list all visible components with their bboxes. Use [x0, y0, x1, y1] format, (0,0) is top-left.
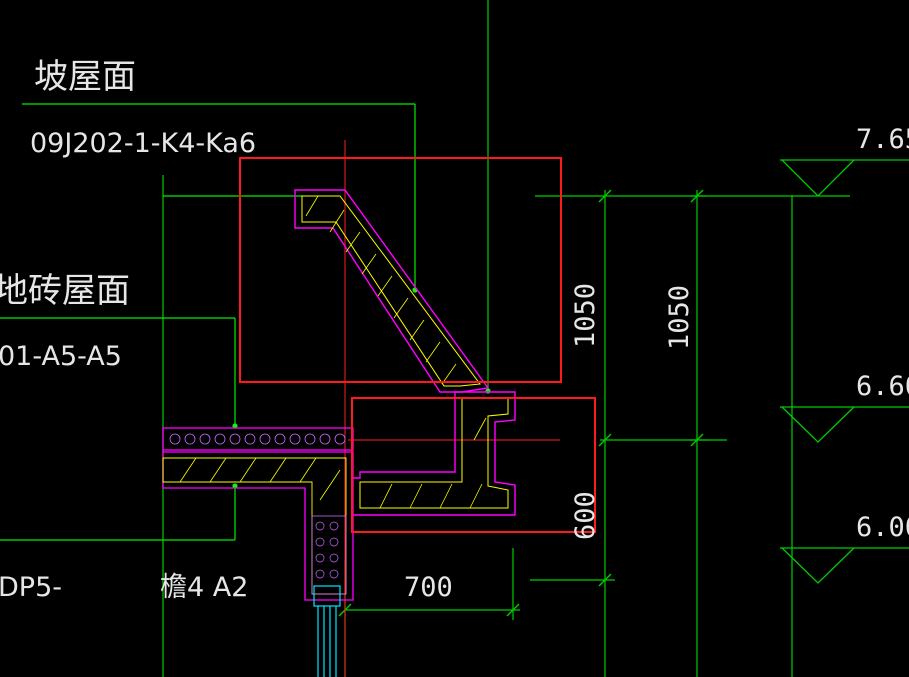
- highlight-box-upper[interactable]: [239, 157, 562, 383]
- label-tile-roof-code: 01-A5-A5: [0, 341, 122, 372]
- label-eave-code: 檐4 A2: [160, 572, 248, 603]
- elevation-marker-660: [780, 406, 909, 443]
- label-dp-code: DP5-: [0, 572, 62, 603]
- elevation-value-765: 7.65: [856, 124, 909, 155]
- label-slope-roof-code: 09J202-1-K4-Ka6: [30, 128, 256, 159]
- dimension-width-bottom: 700: [404, 572, 453, 603]
- leader-lines: [0, 103, 416, 541]
- dimension-height-inner: 1050: [570, 283, 601, 348]
- dimension-extension-lines: [345, 195, 850, 620]
- gutter-eave-section: [351, 391, 516, 516]
- elevation-value-660: 6.60: [856, 371, 909, 402]
- label-tile-roof: 铺地砖屋面: [0, 271, 130, 311]
- slope-parapet-section: [294, 189, 490, 393]
- dimension-height-outer: 1050: [664, 285, 695, 350]
- window-frame: [313, 585, 341, 677]
- elevation-value-600: 6.00: [856, 512, 909, 543]
- elevation-marker-765: [780, 159, 909, 197]
- elevation-marker-600: [780, 547, 909, 584]
- red-axis-lines: [344, 140, 560, 677]
- highlight-box-lower[interactable]: [351, 397, 596, 533]
- label-slope-roof: 坡屋面: [34, 57, 136, 97]
- dimension-height-lower: 600: [570, 491, 601, 540]
